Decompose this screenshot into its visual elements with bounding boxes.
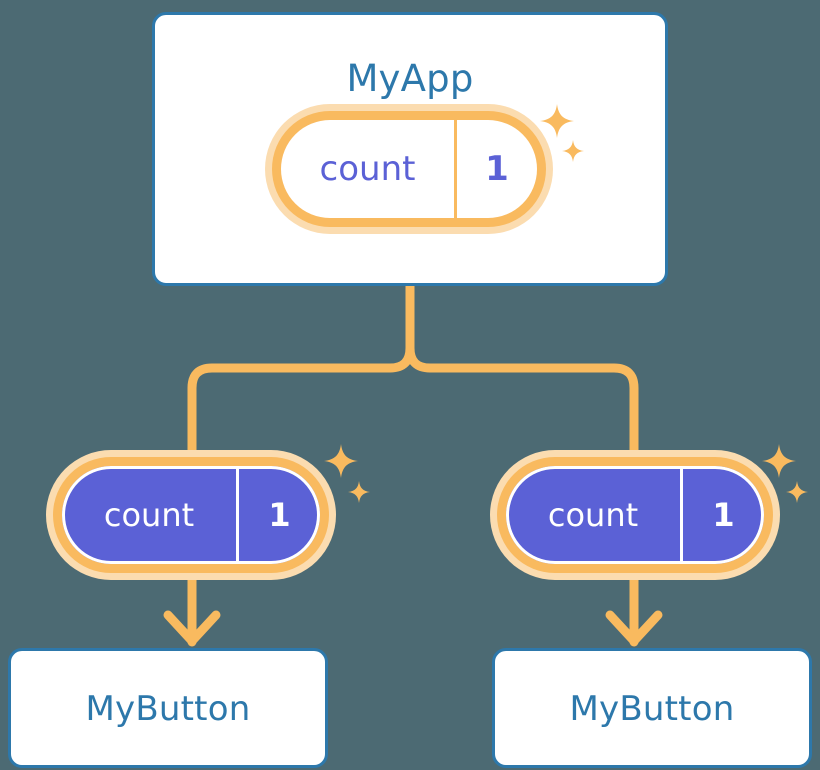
sparkle-icon (324, 444, 358, 478)
arrow-down-icon-right (605, 573, 663, 647)
state-pill-child-right[interactable]: count 1 (490, 450, 780, 580)
state-pill-body: count 1 (506, 466, 764, 564)
component-label-myapp: MyApp (346, 57, 474, 100)
sparkle-icon (762, 444, 796, 478)
state-pill-body: count 1 (281, 120, 537, 218)
sparkle-icon (786, 481, 808, 503)
state-value-label: 1 (236, 466, 320, 564)
component-node-mybutton-left[interactable]: MyButton (8, 648, 328, 768)
state-key-label: count (547, 496, 639, 534)
connector-branch-right (405, 343, 639, 457)
arrow-down-icon-left (163, 573, 221, 647)
state-value-label: 1 (454, 120, 537, 218)
state-pill-root[interactable]: count 1 (265, 104, 553, 234)
component-node-myapp[interactable]: MyApp (152, 12, 668, 286)
connector-trunk-split (187, 281, 415, 457)
component-node-mybutton-right[interactable]: MyButton (492, 648, 812, 768)
component-label-mybutton: MyButton (569, 689, 735, 729)
component-label-mybutton: MyButton (85, 689, 251, 729)
sparkle-icon (562, 140, 584, 162)
sparkle-icon (348, 481, 370, 503)
state-key-label: count (319, 149, 416, 189)
state-key-label: count (103, 496, 195, 534)
state-pill-body: count 1 (62, 466, 320, 564)
state-pill-child-left[interactable]: count 1 (46, 450, 336, 580)
sparkle-icon (540, 104, 574, 138)
state-value-label: 1 (680, 466, 764, 564)
